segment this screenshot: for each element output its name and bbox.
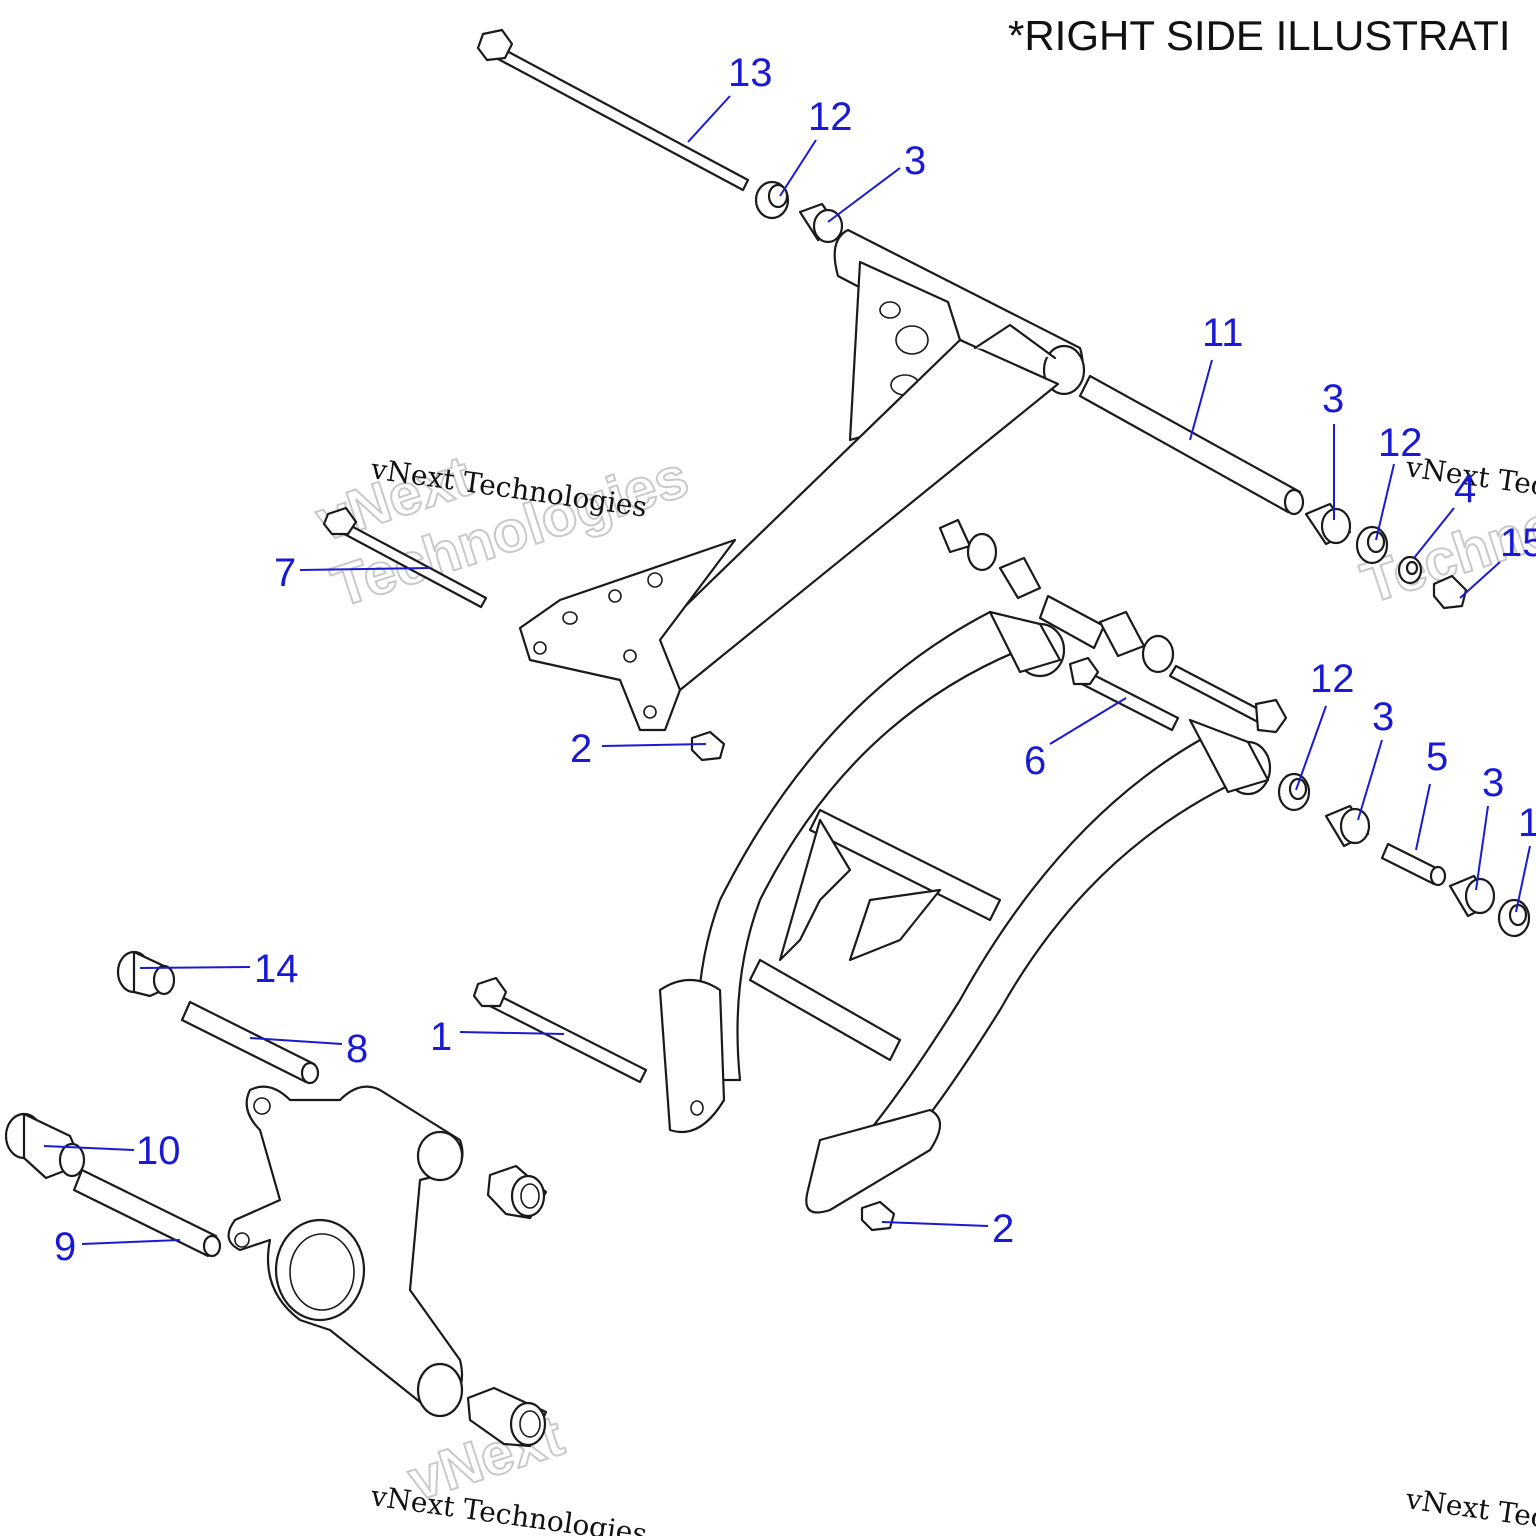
callout-4: 4: [1454, 467, 1476, 511]
callout-3-right-top: 3: [1322, 377, 1344, 421]
part-knuckle: [227, 1085, 464, 1418]
part-11-shaft: [1078, 374, 1305, 516]
part-8-pin: [180, 1000, 320, 1085]
callout-3-lower-1: 3: [1372, 695, 1394, 739]
callout-8: 8: [346, 1027, 368, 1071]
part-13-long-bolt: [476, 28, 750, 192]
callout-1: 1: [430, 1015, 452, 1059]
watermark-text-4: vNext Technologies: [1403, 1482, 1536, 1536]
part-5-spacer: [1380, 842, 1447, 887]
callout-12-lower: 12: [1310, 657, 1355, 701]
callout-13: 13: [728, 51, 773, 95]
callouts: 13 12 3 11 3 12 4 15 7 2 6 12 3 5 3 1 14…: [54, 51, 1536, 1269]
part-upper-rear-arm: [518, 228, 1086, 732]
part-2-nut-bottom: [860, 1200, 896, 1232]
part-2-nut-top: [690, 730, 726, 762]
part-sleeve-stack-middle: [938, 518, 1288, 734]
leader-lines: [43, 95, 1531, 1245]
part-1-bolt: [472, 976, 648, 1084]
part-lower-swing-arm: [658, 610, 1272, 1214]
callout-3-lower-2: 3: [1482, 761, 1504, 805]
callout-cropped-edge: 1: [1518, 801, 1536, 845]
callout-12-top: 12: [808, 95, 853, 139]
callout-3-top: 3: [904, 139, 926, 183]
callout-12-right-top: 12: [1378, 421, 1423, 465]
callout-5: 5: [1426, 735, 1448, 779]
callout-10: 10: [136, 1129, 181, 1173]
part-bushing-edge: [1497, 898, 1531, 938]
part-3-sleeve-right-top: [1304, 502, 1352, 546]
diagram-heading: *RIGHT SIDE ILLUSTRATI: [1008, 12, 1511, 59]
part-3-sleeve-lower-2: [1448, 874, 1496, 918]
part-3-sleeve-top: [798, 202, 844, 244]
callout-9: 9: [54, 1225, 76, 1269]
part-3-sleeve-lower-1: [1324, 804, 1371, 848]
part-9-pin: [72, 1168, 222, 1258]
part-12-bushing-lower: [1277, 772, 1311, 812]
part-15-nut: [1432, 574, 1468, 610]
callout-7: 7: [274, 551, 296, 595]
part-knuckle-bushing-upper: [486, 1164, 548, 1220]
callout-2-bottom: 2: [992, 1207, 1014, 1251]
part-4-washer: [1397, 555, 1423, 585]
callout-6: 6: [1024, 739, 1046, 783]
part-knuckle-bushing-lower: [466, 1386, 548, 1448]
callout-15: 15: [1500, 521, 1536, 565]
watermark-text-3: vNext Technologies: [368, 1479, 649, 1536]
part-12-bushing-right-top: [1355, 525, 1389, 565]
callout-2-top: 2: [570, 727, 592, 771]
callout-11: 11: [1202, 311, 1244, 355]
part-7-bolt: [322, 506, 488, 609]
part-12-bushing-top: [754, 180, 790, 220]
callout-14: 14: [254, 947, 299, 991]
part-14-flanged-bushing: [116, 950, 176, 998]
